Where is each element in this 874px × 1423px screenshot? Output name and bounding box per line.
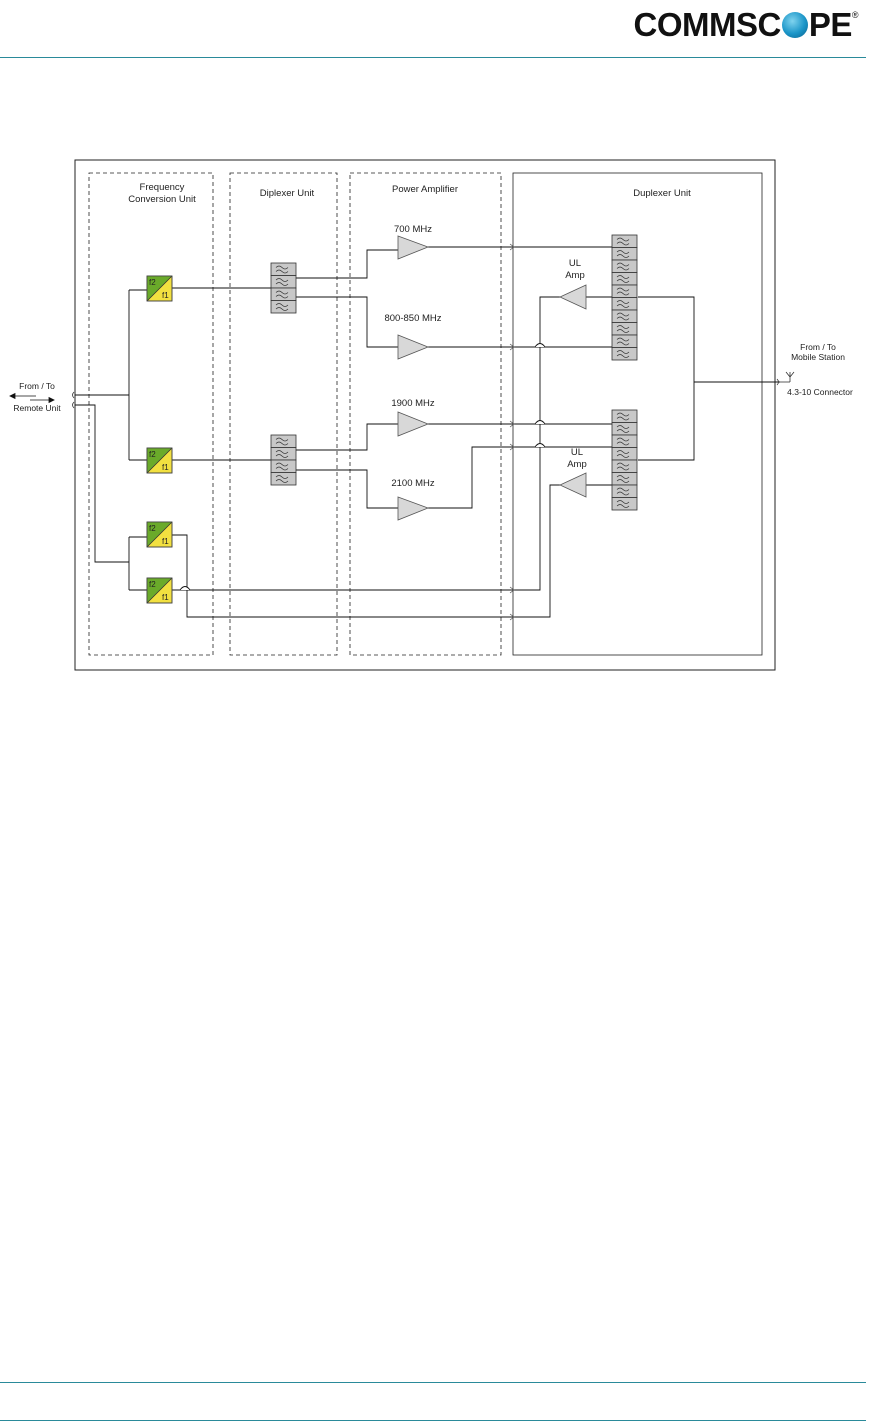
converter-4-label-bottom: f1 <box>162 593 169 602</box>
band-700-label: 700 MHz <box>394 224 432 235</box>
diplexer-filter-1 <box>271 263 296 313</box>
band-2100-label: 2100 MHz <box>391 478 435 489</box>
converter-2-label-bottom: f1 <box>162 463 169 472</box>
pa-2100-icon <box>398 497 428 520</box>
outer-frame <box>75 160 775 670</box>
ul-amp-2-label-1: UL <box>571 447 583 458</box>
right-port-label-1: From / To <box>800 342 836 352</box>
arrow-right-icon <box>49 398 54 403</box>
block-diagram: Frequency Conversion Unit Diplexer Unit … <box>0 0 874 700</box>
pa-1900-icon <box>398 412 428 436</box>
power-amplifier-box <box>350 173 501 655</box>
ul-amp-1-icon <box>560 285 586 309</box>
band-1900-label: 1900 MHz <box>391 398 435 409</box>
connector-label: 4.3-10 Connector <box>787 387 853 397</box>
band-800-850-label: 800-850 MHz <box>384 313 441 324</box>
pa-700-icon <box>398 236 428 259</box>
converter-1-label-top: f2 <box>149 278 156 287</box>
right-port-label-2: Mobile Station <box>791 352 845 362</box>
power-amplifier-title: Power Amplifier <box>392 184 458 195</box>
left-port-label-2: Remote Unit <box>13 403 61 413</box>
arrow-left-icon <box>10 394 15 399</box>
duplexer-title: Duplexer Unit <box>633 188 691 199</box>
frequency-conversion-title-1: Frequency <box>140 182 185 193</box>
pa-800-850-icon <box>398 335 428 359</box>
converter-3-label-top: f2 <box>149 524 156 533</box>
antenna-connector-icon <box>777 372 794 385</box>
diplexer-filter-2 <box>271 435 296 485</box>
diplexer-title: Diplexer Unit <box>260 188 315 199</box>
diplexer-box <box>230 173 337 655</box>
left-port-label-1: From / To <box>19 381 55 391</box>
converter-4-label-top: f2 <box>149 580 156 589</box>
ul-amp-1-label-2: Amp <box>565 270 585 281</box>
ul-amp-2-label-2: Amp <box>567 459 587 470</box>
converter-3-label-bottom: f1 <box>162 537 169 546</box>
frequency-conversion-title-2: Conversion Unit <box>128 194 196 205</box>
converter-2-label-top: f2 <box>149 450 156 459</box>
ul-amp-1-label-1: UL <box>569 258 581 269</box>
ul-amp-2-icon <box>560 473 586 497</box>
footer-rule-bottom <box>0 1420 866 1421</box>
duplexer-filter-2 <box>612 410 637 510</box>
footer-rule-top <box>0 1382 866 1383</box>
converter-1-label-bottom: f1 <box>162 291 169 300</box>
duplexer-filter-1 <box>612 235 637 360</box>
